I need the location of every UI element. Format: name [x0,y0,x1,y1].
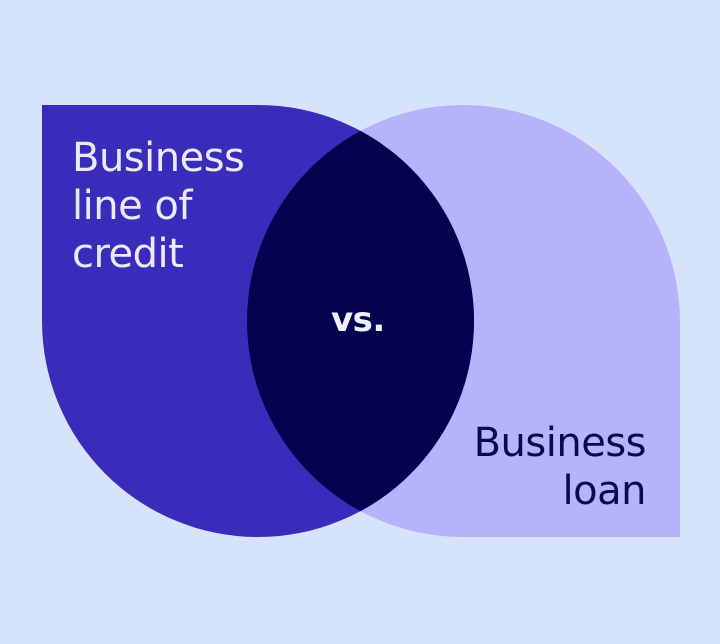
right-label-line-1: Business [473,420,647,466]
right-label-line-2: loan [562,468,647,514]
versus-label: vs. [331,300,385,340]
left-label-line-1: Business [72,135,245,181]
business-loan-label: Business loan [473,419,647,515]
left-label-line-2: line of [72,183,192,229]
intersection-shape [247,105,474,537]
left-label-line-3: credit [72,231,184,277]
line-of-credit-label: Business line of credit [72,134,245,278]
